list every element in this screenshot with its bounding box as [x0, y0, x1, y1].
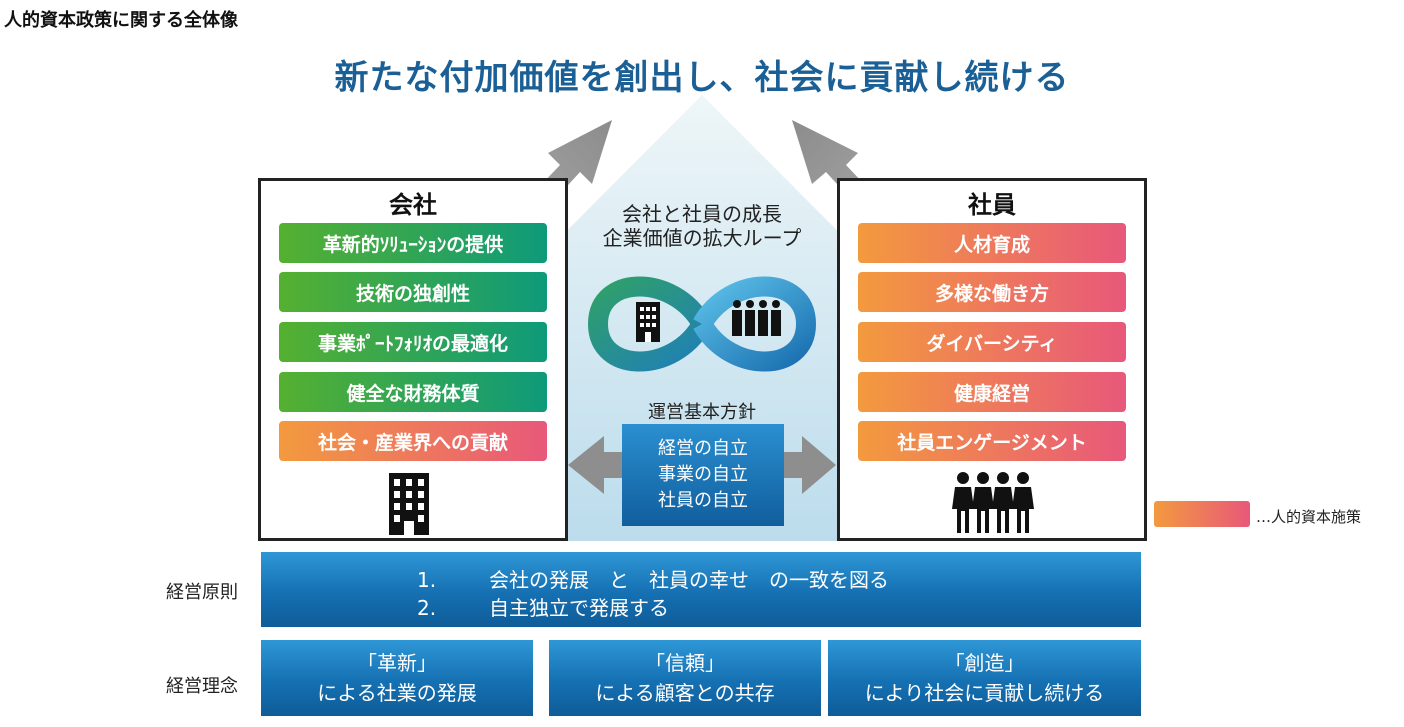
employee-item: ダイバーシティ	[858, 322, 1126, 362]
philosophy-text: による顧客との共存	[595, 681, 775, 705]
infinity-loop-icon	[587, 276, 817, 372]
legend-swatch	[1154, 501, 1250, 527]
employee-item: 社員エンゲージメント	[858, 421, 1126, 461]
principle-number: 1.	[417, 568, 437, 592]
loop-caption-line1: 会社と社員の成長	[622, 202, 782, 226]
principles-label: 経営原則	[166, 582, 238, 603]
philosophy-box: 「創造」 により社会に貢献し続ける	[828, 640, 1141, 716]
legend-text: …人的資本施策	[1256, 508, 1362, 526]
philosophy-box: 「革新」 による社業の発展	[261, 640, 533, 716]
employee-panel: 社員 人材育成 多様な働き方 ダイバーシティ 健康経営 社員エンゲージメント	[837, 178, 1147, 541]
headline: 新たな付加価値を創出し、社会に貢献し続ける	[334, 58, 1070, 98]
company-panel: 会社 革新的ｿﾘｭｰｼｮﾝの提供 技術の独創性 事業ﾎﾟｰﾄﾌｫﾘｵの最適化 健…	[258, 178, 568, 541]
company-title: 会社	[389, 191, 437, 219]
employee-item: 健康経営	[858, 372, 1126, 412]
philosophy-keyword: 「革新」	[357, 651, 437, 675]
company-item: 健全な財務体質	[279, 372, 547, 412]
policy-label: 運営基本方針	[648, 402, 756, 423]
company-item: 革新的ｿﾘｭｰｼｮﾝの提供	[279, 223, 547, 263]
principle-text: 自主独立で発展する	[489, 596, 669, 620]
philosophy-box: 「信頼」 による顧客との共存	[549, 640, 821, 716]
philosophy-keyword: 「創造」	[944, 651, 1025, 675]
philosophy-keyword: 「信頼」	[645, 651, 725, 675]
principle-number: 2.	[417, 596, 437, 620]
building-icon	[389, 473, 429, 535]
policy-item: 事業の自立	[658, 464, 748, 485]
employee-item: 人材育成	[858, 223, 1126, 263]
company-item: 事業ﾎﾟｰﾄﾌｫﾘｵの最適化	[279, 322, 547, 362]
principles-bar: 1. 会社の発展 と 社員の幸せ の一致を図る 2. 自主独立で発展する	[261, 552, 1141, 627]
principle-line: 1. 会社の発展 と 社員の幸せ の一致を図る	[417, 564, 889, 593]
policy-item: 経営の自立	[658, 438, 748, 459]
principle-line: 2. 自主独立で発展する	[417, 592, 669, 621]
philosophy-text: による社業の発展	[317, 681, 477, 705]
people-icon	[952, 472, 1034, 533]
loop-caption-line2: 企業価値の拡大ループ	[602, 226, 802, 250]
page-title: 人的資本政策に関する全体像	[4, 10, 238, 31]
philosophy-label: 経営理念	[166, 676, 238, 697]
employee-item: 多様な働き方	[858, 272, 1126, 312]
company-item: 社会・産業界への貢献	[279, 421, 547, 461]
policy-item: 社員の自立	[658, 490, 748, 511]
philosophy-text: により社会に貢献し続ける	[864, 681, 1105, 705]
principle-text: 会社の発展 と 社員の幸せ の一致を図る	[489, 568, 889, 592]
employee-title: 社員	[968, 191, 1016, 219]
policy-box: 経営の自立 事業の自立 社員の自立	[622, 424, 784, 526]
company-item: 技術の独創性	[279, 272, 547, 312]
